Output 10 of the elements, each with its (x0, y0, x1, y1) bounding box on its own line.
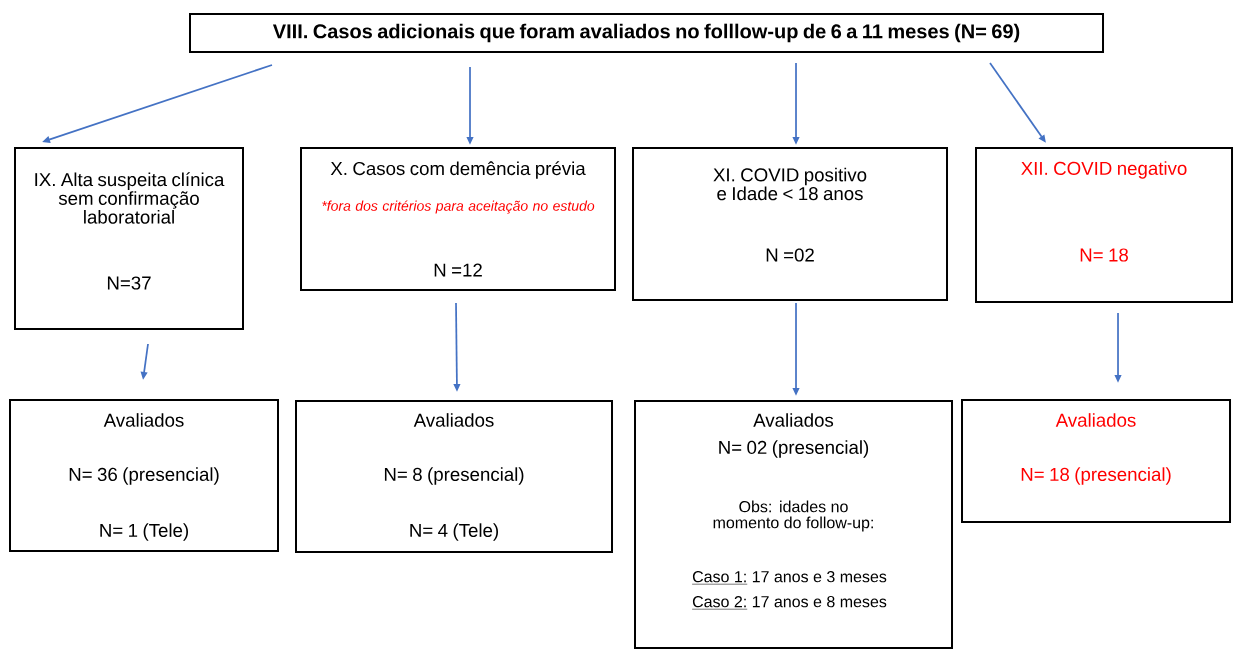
process-box: Avaliados N= 02 (presencial) Obs: idades no momento do follow-up: Caso 1: 17 anos e 3 meses Caso 2: 17 anos e 8 meses (634, 400, 953, 649)
process-box: Avaliados N= 18 (presencial) (961, 399, 1231, 523)
process-box: IX. Alta suspeita clínica sem confirmação laboratorial N=37 (14, 147, 244, 330)
arrow (989, 62, 1046, 143)
process-box: XII. COVID negativo N= 18 (975, 147, 1233, 303)
process-box: Avaliados N= 8 (presencial) N= 4 (Tele) (295, 400, 613, 553)
title-box: VIII. Casos adicionais que foram avaliados no folllow-up de 6 a 11 meses (N= 69) (189, 13, 1104, 53)
process-box: X. Casos com demência prévia *fora dos critérios para aceitação no estudo N =12 (300, 147, 616, 291)
process-box: Avaliados N= 36 (presencial) N= 1 (Tele) (9, 399, 279, 552)
process-box: XI. COVID positivo e Idade < 18 anos N =02 (632, 147, 948, 301)
